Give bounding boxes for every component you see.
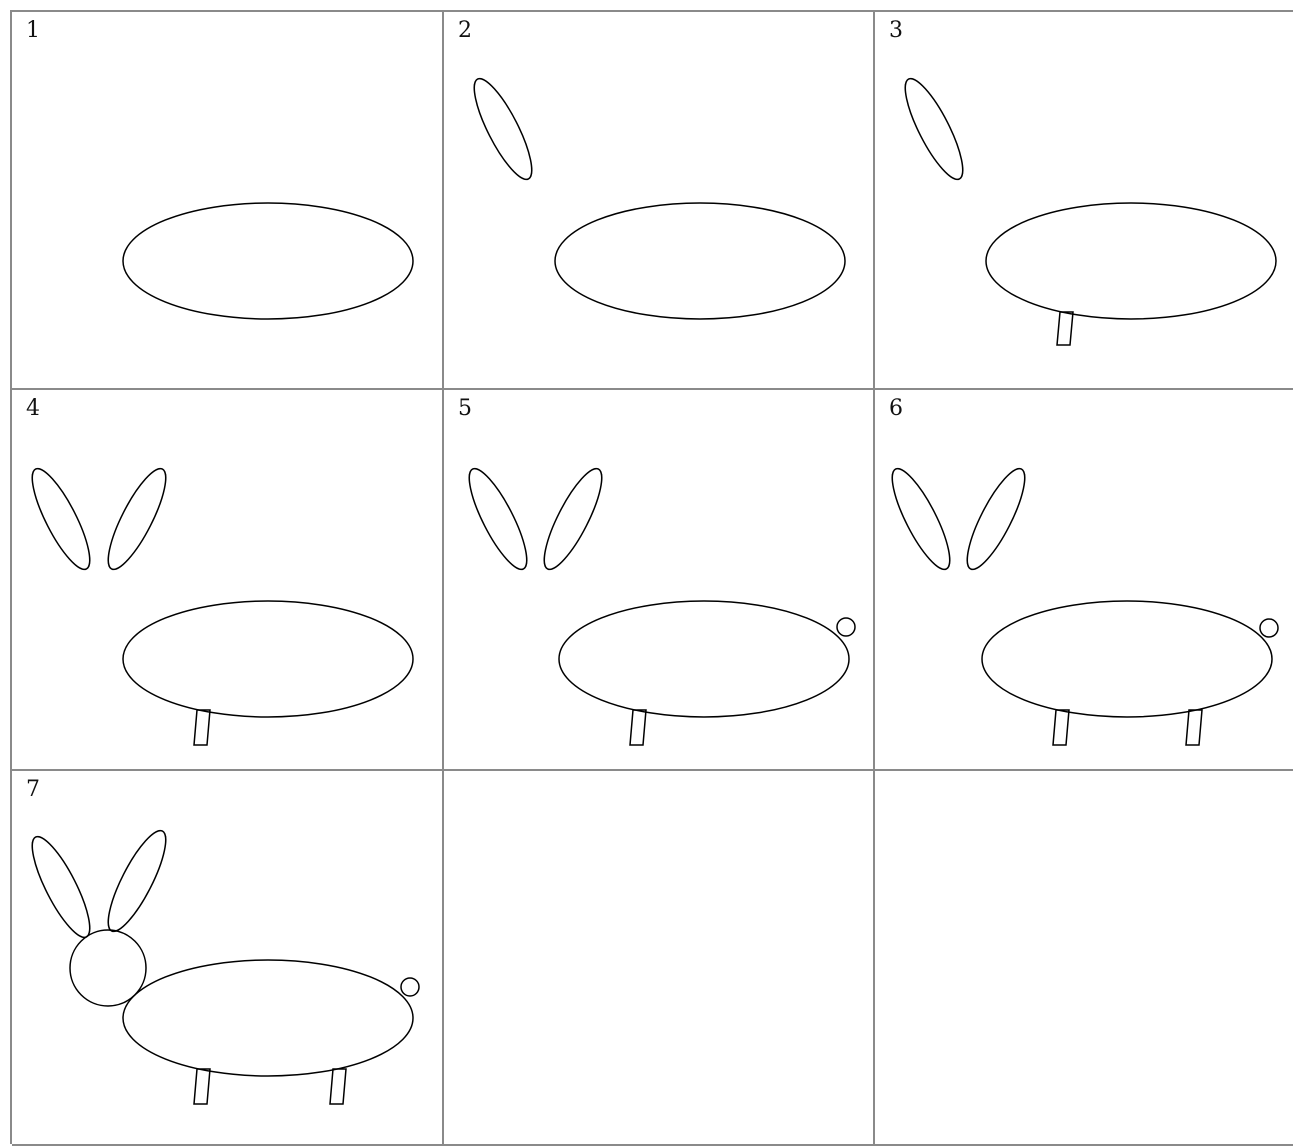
step-cell-2: 2 xyxy=(444,12,875,390)
step-cell-5: 5 xyxy=(444,390,875,771)
tail-circle xyxy=(837,618,855,636)
body-ellipse xyxy=(123,960,413,1076)
step-drawing xyxy=(444,390,873,769)
step-drawing xyxy=(12,12,442,388)
ear-left-ellipse xyxy=(22,830,100,943)
body-ellipse xyxy=(123,203,413,319)
leg-front-rect xyxy=(194,1069,210,1104)
body-ellipse xyxy=(559,601,849,717)
body-ellipse xyxy=(123,601,413,717)
ear-left-ellipse xyxy=(459,462,537,575)
ear-right-ellipse xyxy=(534,462,612,575)
step-cell-1: 1 xyxy=(12,12,444,390)
tail-circle xyxy=(1260,619,1278,637)
step-drawing xyxy=(12,771,442,1144)
step-cell-7: 7 xyxy=(12,771,444,1146)
ear-left-ellipse xyxy=(882,462,960,575)
ear-left-ellipse xyxy=(464,72,542,185)
body-ellipse xyxy=(982,601,1272,717)
step-drawing xyxy=(875,12,1293,388)
leg-front-rect xyxy=(630,710,646,745)
empty-cell xyxy=(875,771,1293,1146)
step-cell-3: 3 xyxy=(875,12,1293,390)
step-cell-6: 6 xyxy=(875,390,1293,771)
ear-left-ellipse xyxy=(895,72,973,185)
leg-back-rect xyxy=(330,1069,346,1104)
step-drawing xyxy=(444,12,873,388)
leg-front-rect xyxy=(194,710,210,745)
head-circle xyxy=(70,930,146,1006)
ear-right-ellipse xyxy=(98,824,176,937)
body-ellipse xyxy=(555,203,845,319)
leg-front-rect xyxy=(1057,312,1073,345)
ear-right-ellipse xyxy=(957,462,1035,575)
empty-cell xyxy=(444,771,875,1146)
leg-back-rect xyxy=(1186,710,1202,745)
leg-front-rect xyxy=(1053,710,1069,745)
ear-left-ellipse xyxy=(22,462,100,575)
step-drawing xyxy=(875,390,1293,769)
steps-grid: 1 2 3 4 5 xyxy=(10,10,1293,1144)
ear-right-ellipse xyxy=(98,462,176,575)
body-ellipse xyxy=(986,203,1276,319)
step-drawing xyxy=(12,390,442,769)
step-cell-4: 4 xyxy=(12,390,444,771)
tail-circle xyxy=(401,978,419,996)
